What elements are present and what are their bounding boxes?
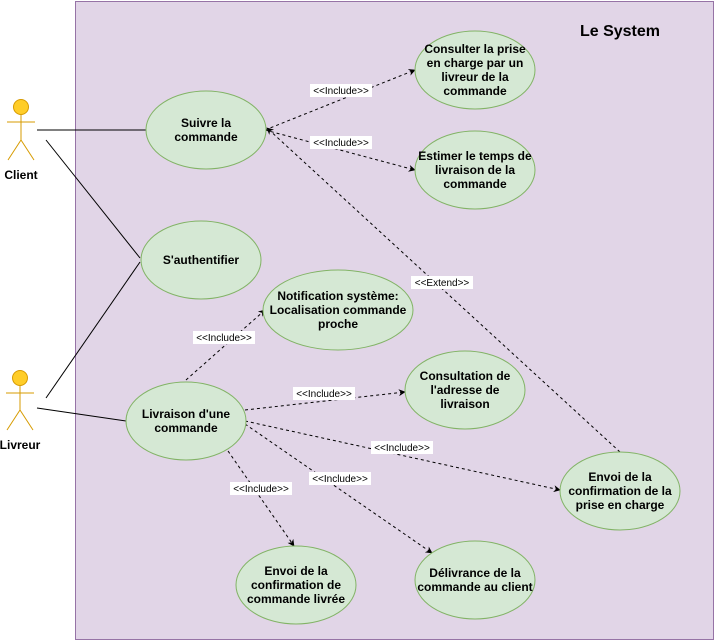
label-extend: <<Extend>> bbox=[415, 278, 470, 289]
usecase-label-line: commande bbox=[443, 84, 507, 98]
include-livraison-adresse bbox=[244, 389, 406, 411]
actor-client-label: Client bbox=[4, 168, 37, 182]
usecase-authentifier[interactable] bbox=[140, 220, 262, 300]
usecase-label-line: en charge par un bbox=[427, 56, 524, 70]
label-include-3: <<Include>> bbox=[196, 333, 252, 344]
usecase-delivrance[interactable] bbox=[414, 540, 536, 620]
label-include-1: <<Include>> bbox=[313, 86, 369, 97]
usecase-label-line: Notification système: bbox=[277, 289, 398, 303]
include-suivre-consulter bbox=[264, 69, 416, 131]
actor-client-head bbox=[13, 99, 29, 115]
usecase-envoi-prise[interactable] bbox=[559, 451, 681, 531]
usecase-label-line: livraison bbox=[440, 397, 489, 411]
actor-livreur[interactable] bbox=[6, 370, 34, 431]
include-livraison-livree bbox=[227, 450, 295, 547]
usecase-label-line: confirmation de la bbox=[568, 484, 672, 498]
usecase-label-line: livreur de la bbox=[441, 70, 509, 84]
usecase-label-line: commande au client bbox=[417, 580, 532, 594]
extend-envoi-suivre bbox=[266, 127, 621, 453]
usecase-label-line: commande bbox=[174, 130, 238, 144]
assoc-livreur-authentifier bbox=[45, 261, 141, 399]
dependencies bbox=[185, 69, 621, 554]
system-title: Le System bbox=[580, 23, 660, 40]
usecase-label-authentifier: S'authentifier bbox=[163, 253, 240, 267]
usecase-label-line: l'adresse de bbox=[431, 383, 500, 397]
usecase-label-line: livraison de la bbox=[435, 163, 515, 177]
usecase-label-line: Localisation commande bbox=[270, 303, 407, 317]
usecase-consultation-adresse[interactable] bbox=[404, 350, 526, 430]
usecase-label-line: Délivrance de la bbox=[429, 566, 521, 580]
usecase-suivre[interactable] bbox=[145, 90, 267, 170]
usecase-label-line: proche bbox=[318, 317, 358, 331]
usecase-consulter-prise[interactable] bbox=[414, 30, 536, 110]
assoc-livreur-livraison bbox=[36, 407, 127, 422]
usecase-label-line: Envoi de la bbox=[264, 564, 328, 578]
label-include-5: <<Include>> bbox=[374, 443, 430, 454]
usecase-label-line: Livraison d'une bbox=[142, 407, 231, 421]
usecase-label-line: S'authentifier bbox=[163, 253, 240, 267]
actor-client[interactable] bbox=[7, 99, 35, 161]
usecase-label-line: Estimer le temps de bbox=[418, 149, 532, 163]
stereotype-labels: <<Include>> <<Include>> <<Extend>> <<Inc… bbox=[193, 84, 473, 495]
use-cases bbox=[125, 30, 681, 625]
usecase-label-line: Envoi de la bbox=[588, 470, 652, 484]
usecase-notification[interactable] bbox=[262, 269, 414, 351]
label-include-7: <<Include>> bbox=[233, 484, 289, 495]
usecase-label-line: commande bbox=[443, 177, 507, 191]
usecase-livraison[interactable] bbox=[125, 381, 247, 461]
usecase-envoi-livree[interactable] bbox=[235, 545, 357, 625]
usecase-label-line: Consulter la prise bbox=[424, 42, 526, 56]
usecase-label-line: commande livrée bbox=[247, 592, 345, 606]
usecase-label-line: confirmation de bbox=[251, 578, 341, 592]
label-include-4: <<Include>> bbox=[296, 389, 352, 400]
usecase-label-line: Suivre la bbox=[181, 116, 231, 130]
usecase-label-line: Consultation de bbox=[420, 369, 511, 383]
usecase-estimer[interactable] bbox=[414, 130, 536, 210]
actor-livreur-head bbox=[12, 370, 28, 386]
associations bbox=[36, 129, 146, 422]
usecase-label-line: commande bbox=[154, 421, 218, 435]
actor-livreur-label: Livreur bbox=[0, 438, 41, 452]
usecase-label-notification: Notification système:Localisation comman… bbox=[270, 289, 407, 331]
include-livraison-delivrance bbox=[244, 423, 433, 554]
include-suivre-estimer bbox=[264, 129, 416, 172]
assoc-client-authentifier bbox=[45, 139, 141, 259]
label-include-2: <<Include>> bbox=[313, 138, 369, 149]
label-include-6: <<Include>> bbox=[312, 474, 368, 485]
usecase-label-line: prise en charge bbox=[576, 498, 665, 512]
